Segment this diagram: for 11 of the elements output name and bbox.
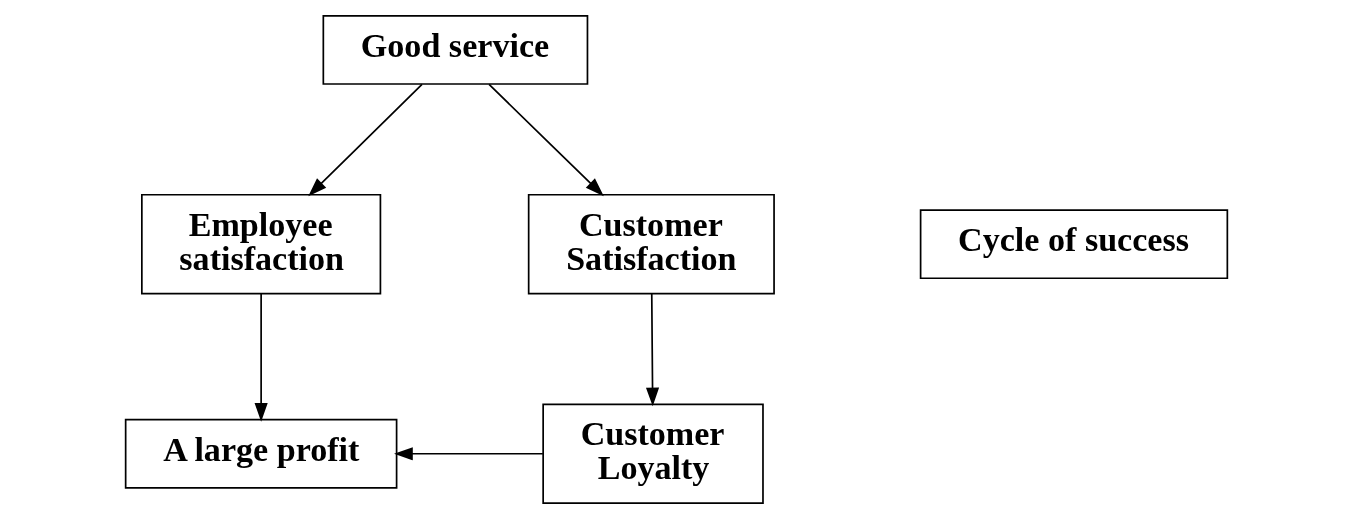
- arrow: [645, 292, 660, 406]
- arrow: [488, 83, 604, 196]
- node-box: Cycle of success: [919, 208, 1229, 279]
- node-box: Customer Satisfaction: [527, 193, 775, 294]
- node-box: Customer Loyalty: [542, 403, 764, 504]
- arrow: [308, 83, 423, 196]
- arrow: [254, 292, 268, 422]
- node-box: Employee satisfaction: [141, 193, 382, 294]
- arrow: [394, 446, 544, 460]
- node-box: Good service: [322, 14, 589, 85]
- node-box: A large profit: [124, 418, 398, 489]
